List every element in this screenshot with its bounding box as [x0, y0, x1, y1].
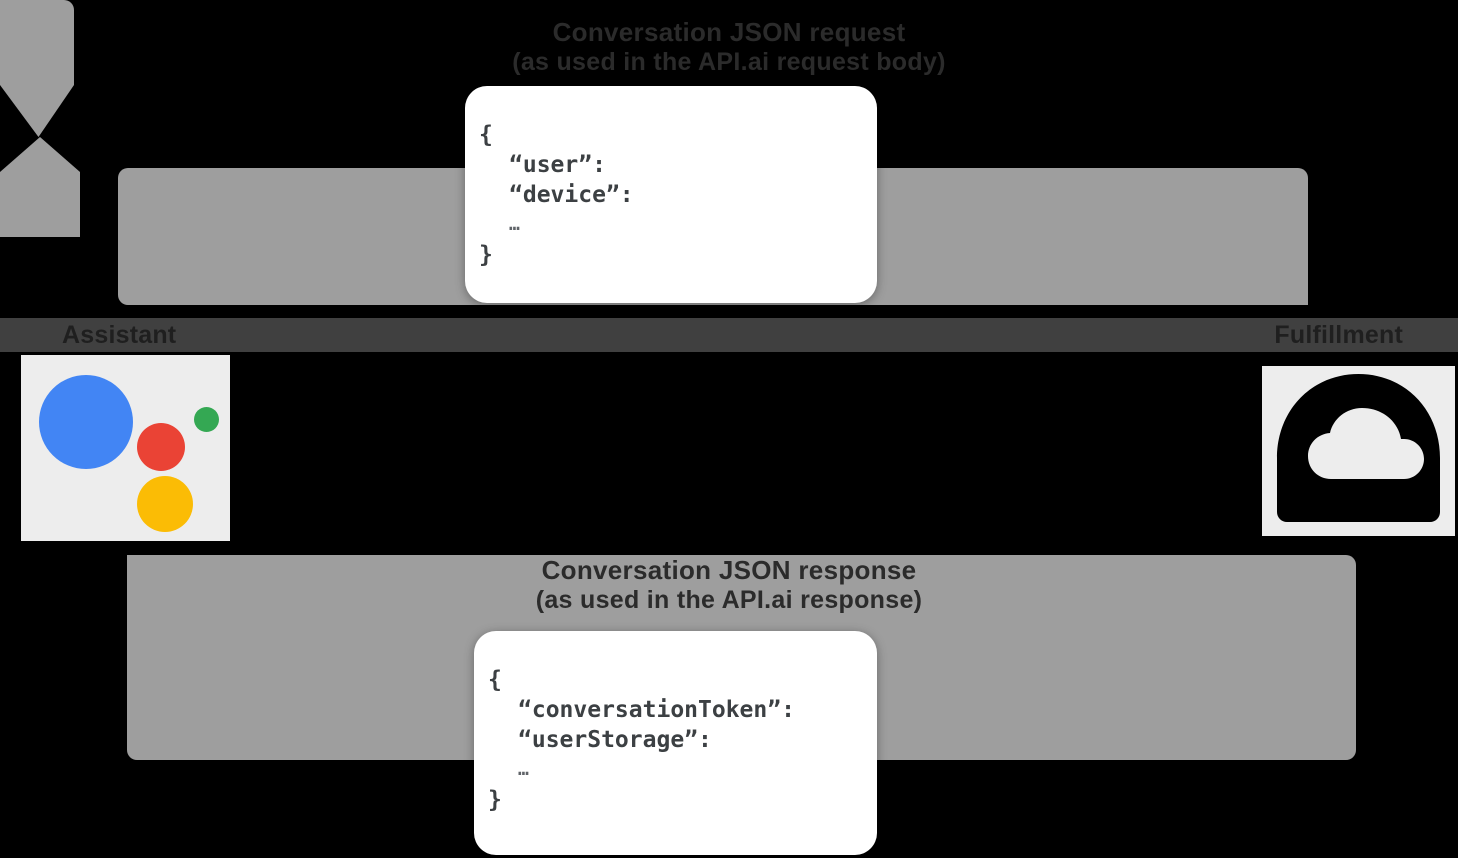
lane-divider-band: [0, 318, 1458, 352]
request-caption-line2: (as used in the API.ai request body): [512, 47, 946, 76]
json-close-brace: }: [479, 242, 493, 268]
request-caption-line1: Conversation JSON request: [552, 17, 906, 47]
assistant-red-dot-icon: [137, 423, 185, 471]
assistant-green-dot-icon: [194, 407, 219, 432]
json-key-conversation-token: “conversationToken”:: [518, 697, 795, 723]
lane-label-fulfillment: Fulfillment: [1274, 321, 1403, 349]
google-assistant-logo-icon: [21, 355, 230, 541]
json-key-user-storage: “userStorage”:: [518, 727, 712, 753]
json-open-brace: {: [479, 122, 493, 148]
json-close-brace: }: [488, 787, 502, 813]
request-json-card: { “user”: “device”: … }: [465, 86, 877, 303]
response-json-card: { “conversationToken”: “userStorage”: … …: [474, 631, 877, 855]
json-open-brace: {: [488, 667, 502, 693]
response-caption: Conversation JSON response (as used in t…: [0, 555, 1458, 615]
json-ellipsis: …: [509, 214, 520, 235]
assistant-blue-dot-icon: [39, 375, 133, 469]
json-ellipsis: …: [518, 759, 529, 780]
json-key-device: “device”:: [509, 182, 634, 208]
cloud-glyph-icon: [1277, 374, 1440, 522]
cloud-icon: [1262, 366, 1455, 536]
response-caption-line2: (as used in the API.ai response): [535, 585, 923, 614]
assistant-yellow-dot-icon: [137, 476, 193, 532]
lane-label-assistant: Assistant: [62, 321, 177, 349]
request-caption: Conversation JSON request (as used in th…: [0, 17, 1458, 77]
json-key-user: “user”:: [509, 152, 606, 178]
response-caption-line1: Conversation JSON response: [541, 555, 917, 585]
response-arrow-head: [0, 137, 80, 237]
